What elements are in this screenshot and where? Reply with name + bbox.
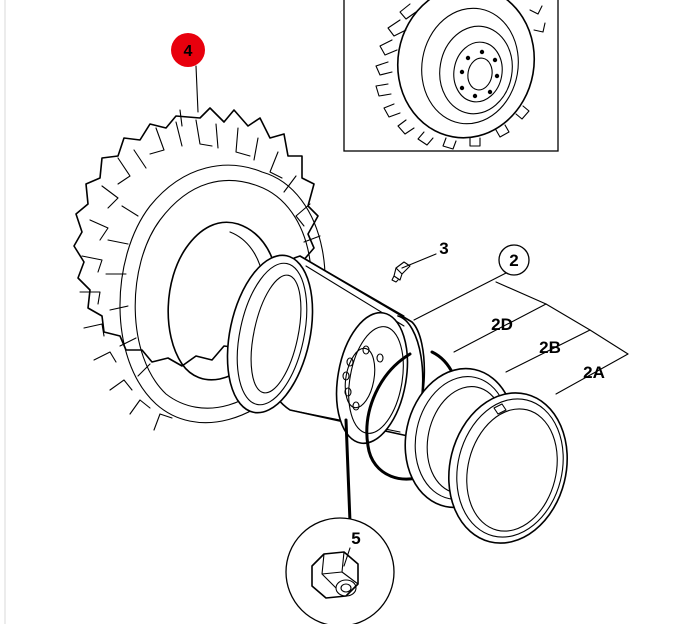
callout-5-label: 5 [351, 529, 360, 548]
tyre-outer-tread-outline [73, 107, 319, 367]
tyre-valve [391, 261, 411, 283]
callout-2d-label: 2D [491, 315, 513, 334]
wheel-nut [311, 551, 359, 599]
callout-2-label: 2 [509, 251, 518, 270]
rim-flange-inner [236, 262, 308, 406]
inset-stud-holes [459, 49, 500, 99]
inset-view [343, 0, 559, 152]
callout-2-circle [498, 244, 530, 276]
callout-2b-label: 2B [539, 338, 561, 357]
inset-tyre [375, 0, 546, 150]
inset-lugs [375, 3, 546, 150]
callout-2a-label: 2A [583, 363, 605, 382]
rim-flange-outer [226, 254, 314, 414]
callout-leaders [195, 65, 629, 567]
callout-4: 4 [171, 33, 205, 67]
callout-2: 2 [498, 244, 530, 276]
callout-3-label: 3 [439, 239, 448, 258]
rim-flange-lip [250, 274, 302, 394]
wheel-nut-leader [344, 418, 352, 524]
ring-2a-flange-ring [447, 392, 569, 544]
wheel-rim [226, 254, 426, 445]
callout-4-label: 4 [184, 43, 193, 60]
rim-stud-holes [342, 345, 384, 411]
wheel-nut-detail [285, 418, 395, 624]
tyre-tread-lugs [79, 109, 321, 431]
callout-4-badge [171, 33, 205, 67]
inset-frame [343, 0, 559, 152]
